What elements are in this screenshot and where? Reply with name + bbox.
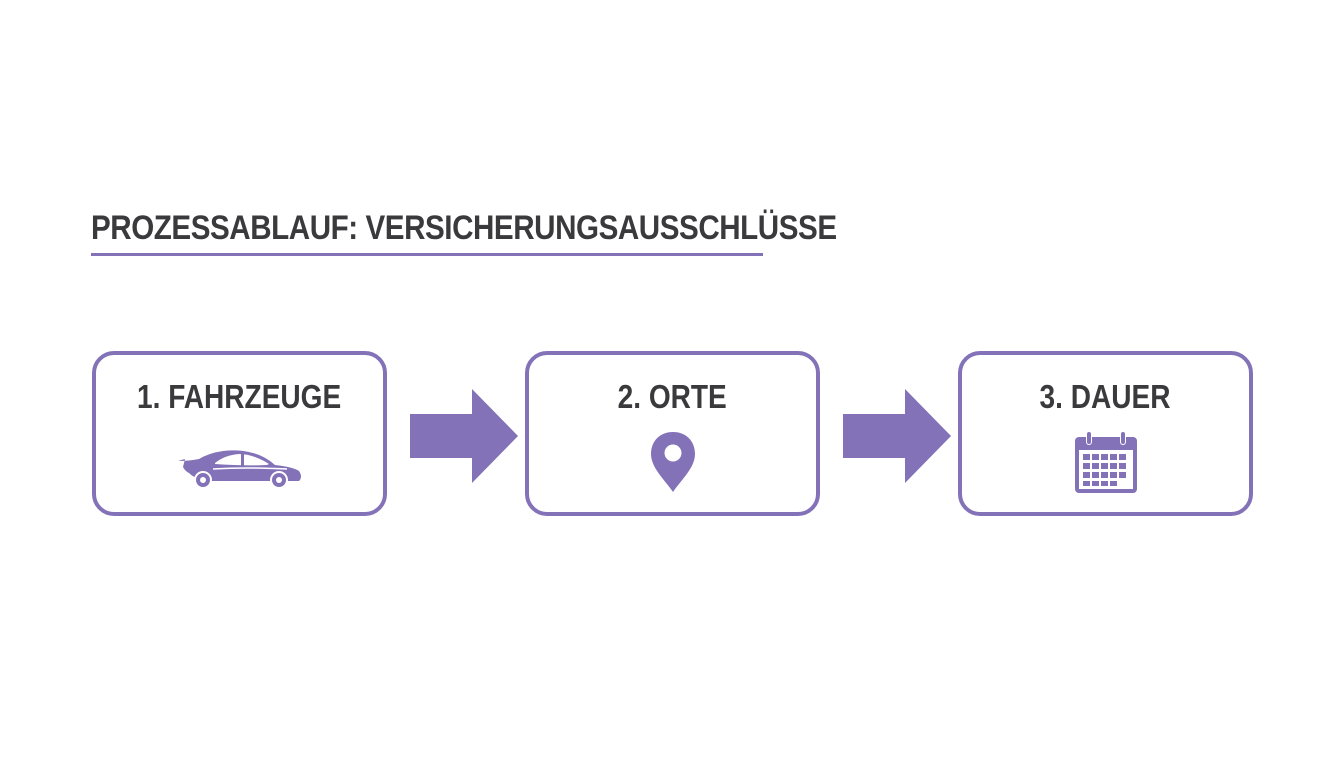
calendar-icon [1074,431,1137,493]
arrow-right-icon [843,389,951,483]
diagram-title: PROZESSABLAUF: VERSICHERUNGSAUSSCHLÜSSE [91,209,837,247]
step-box-locations: 2. ORTE [525,351,820,516]
step-box-duration: 3. DAUER [958,351,1253,516]
title-underline [91,253,763,256]
step-label-locations: 2. ORTE [617,378,728,415]
location-pin-icon [650,432,695,492]
arrow-right-icon [410,389,518,483]
step-label-vehicles: 1. FAHRZEUGE [137,378,342,415]
car-icon [177,450,301,489]
step-label-duration: 3. DAUER [1040,378,1171,415]
step-box-vehicles: 1. FAHRZEUGE [92,351,387,516]
